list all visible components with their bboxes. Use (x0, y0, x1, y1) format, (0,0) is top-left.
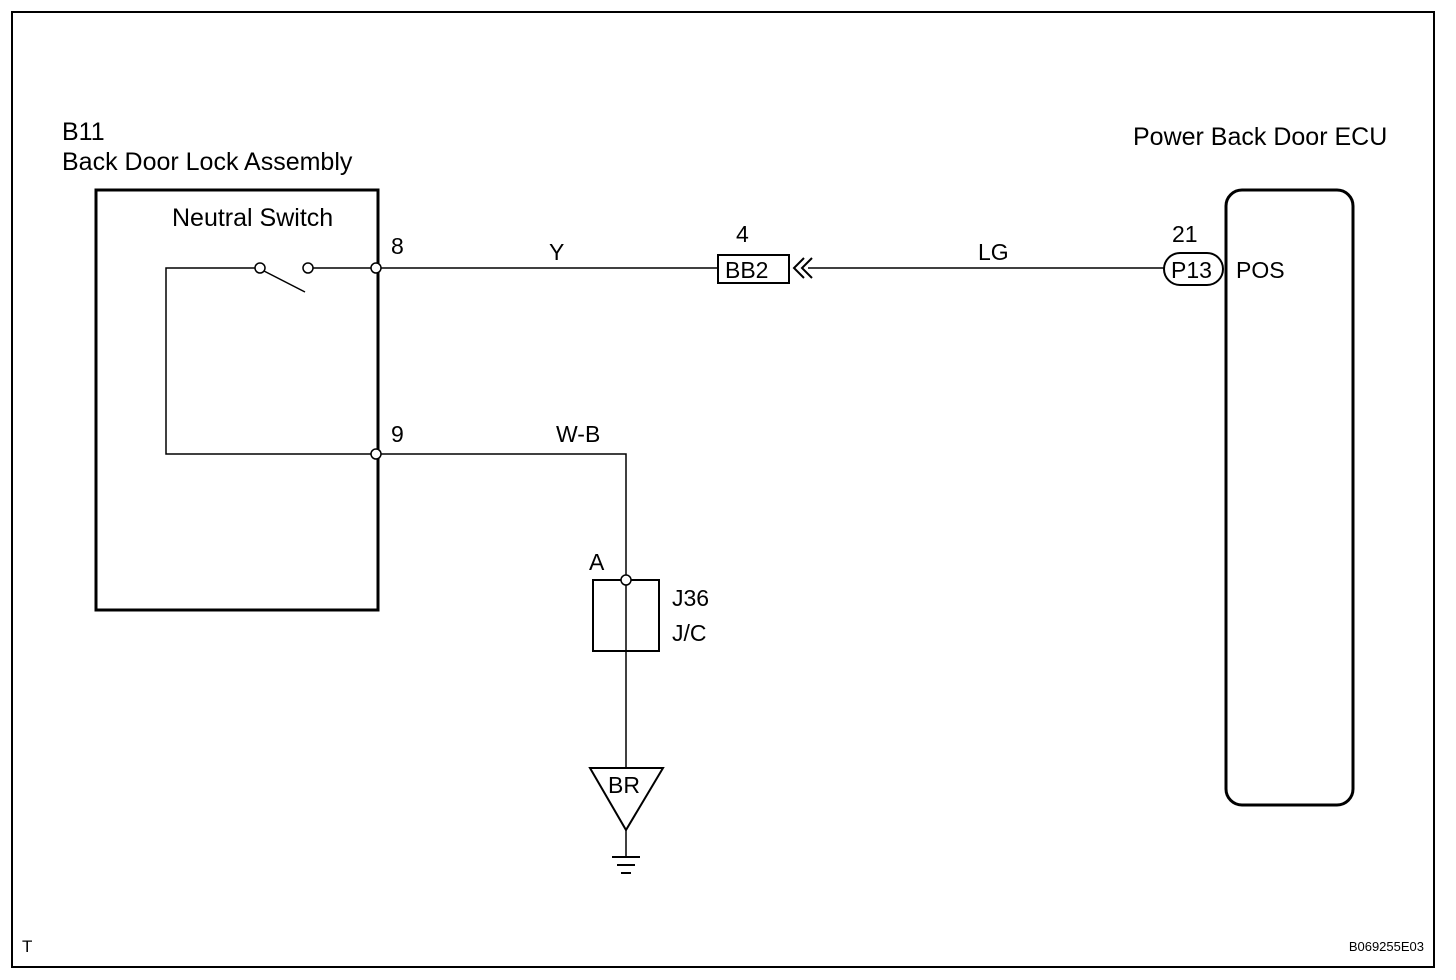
assembly-code: B11 (62, 118, 105, 146)
terminal-pin-9 (370, 448, 382, 460)
pin-8-label: 8 (391, 233, 404, 259)
ecu-title: Power Back Door ECU (1133, 123, 1387, 151)
junction-terminal-label: A (589, 549, 605, 575)
p13-connector-pill (1163, 252, 1224, 286)
pin-9-label: 9 (391, 421, 404, 447)
ground-icon (612, 830, 640, 874)
wire-y-color: Y (549, 239, 564, 265)
terminal-a (620, 574, 632, 586)
neutral-switch-label: Neutral Switch (172, 204, 333, 232)
ecu-terminal-label: POS (1236, 257, 1285, 283)
diagram-frame (11, 11, 1435, 968)
figure-id: B069255E03 (1349, 939, 1424, 954)
bb2-connector-label: BB2 (725, 257, 768, 283)
wire-lg-color: LG (978, 239, 1009, 265)
bb2-pin-label: 4 (736, 221, 749, 247)
ecu-pin-label: 21 (1172, 221, 1198, 247)
terminal-pin-8 (370, 262, 382, 274)
connector-chevron-icon (792, 257, 813, 279)
ground-point-triangle (588, 767, 665, 832)
junction-code: J36 (672, 585, 709, 611)
ground-point-label: BR (608, 772, 640, 798)
p13-connector-label: P13 (1171, 257, 1212, 283)
assembly-name: Back Door Lock Assembly (62, 148, 353, 176)
bb2-connector-box (717, 254, 790, 284)
neutral-switch (165, 262, 376, 455)
wire-w-b-color: W-B (556, 421, 600, 447)
wire-w-b (376, 453, 627, 580)
ecu-box (1224, 188, 1355, 807)
footer-mark: T (22, 937, 32, 956)
junction-type: J/C (672, 620, 707, 646)
assembly-box (94, 188, 380, 612)
